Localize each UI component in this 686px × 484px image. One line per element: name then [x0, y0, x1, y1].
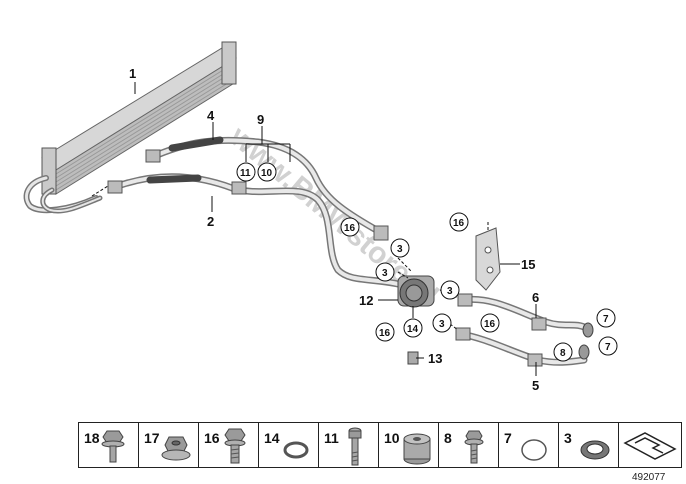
parts-legend: 18 17 16 14 11: [78, 422, 686, 470]
legend-cell-11: 11: [318, 422, 379, 468]
callout-14: 14: [407, 324, 419, 335]
legend-number: 16: [204, 430, 220, 446]
leader-lines: [134, 82, 537, 376]
oil-cooler-line-4: [145, 136, 389, 241]
legend-cell-18: 18: [78, 422, 139, 468]
cooler-connection-lines: [23, 175, 103, 214]
callout-9: 9: [257, 112, 264, 127]
long-screw-icon: [348, 427, 362, 466]
gasket-ring-icon: [580, 440, 610, 460]
callout-3: 3: [382, 268, 388, 279]
oil-cooler-line-2: [107, 173, 402, 288]
hex-head-bolt-icon: [224, 428, 246, 464]
callout-3: 3: [439, 319, 445, 330]
thin-seal-ring-icon: [521, 439, 547, 461]
dashed-leaders: [91, 185, 489, 331]
oil-line-6: [457, 293, 590, 332]
callout-3: 3: [397, 244, 403, 255]
callout-3: 3: [447, 286, 453, 297]
callout-15: 15: [521, 257, 535, 272]
legend-number: 10: [384, 430, 400, 446]
legend-number: 7: [504, 430, 512, 446]
callout-6: 6: [532, 290, 539, 305]
bracket-15: [475, 227, 501, 291]
legend-number: 14: [264, 430, 280, 446]
thermostat-housing-12: [397, 275, 435, 308]
callout-16: 16: [453, 218, 465, 229]
callout-16: 16: [344, 223, 356, 234]
oil-line-5: [455, 327, 588, 367]
callout-16: 16: [484, 319, 496, 330]
legend-cell-17: 17: [138, 422, 199, 468]
callout-2: 2: [207, 214, 214, 229]
legend-cell-3: 3: [558, 422, 619, 468]
legend-number: 17: [144, 430, 160, 446]
legend-number: 3: [564, 430, 572, 446]
legend-number: 11: [324, 430, 339, 446]
callout-1: 1: [129, 66, 136, 81]
legend-cell-7: 7: [498, 422, 559, 468]
hex-flange-bolt-icon: [101, 430, 125, 463]
spacer-sleeve-icon: [403, 433, 431, 465]
callout-8: 8: [560, 348, 566, 359]
legend-cell-symbol: [618, 422, 682, 468]
callout-10: 10: [261, 168, 273, 179]
callout-11: 11: [240, 168, 251, 179]
circled-callouts: 11 10 16 3 3 16 3 16 14 16 3 7 7 8: [236, 162, 618, 362]
oil-cooler-radiator: [41, 41, 237, 195]
callout-4: 4: [207, 108, 215, 123]
legend-number: 8: [444, 430, 452, 446]
screw-icon: [464, 430, 484, 464]
flange-nut-icon: [161, 436, 191, 461]
callout-12: 12: [359, 293, 373, 308]
callout-7: 7: [603, 314, 609, 325]
callout-5: 5: [532, 378, 539, 393]
o-ring-icon: [283, 441, 309, 459]
legend-cell-14: 14: [258, 422, 319, 468]
legend-cell-8: 8: [438, 422, 499, 468]
seal-rings: [578, 322, 594, 360]
diagram-reference-number: 492077: [632, 472, 666, 483]
callout-13: 13: [428, 351, 442, 366]
part-group-symbol-icon: [623, 432, 677, 460]
callout-7: 7: [605, 342, 611, 353]
callout-16: 16: [379, 328, 391, 339]
legend-cell-10: 10: [378, 422, 439, 468]
legend-number: 18: [84, 430, 100, 446]
legend-cell-16: 16: [198, 422, 259, 468]
